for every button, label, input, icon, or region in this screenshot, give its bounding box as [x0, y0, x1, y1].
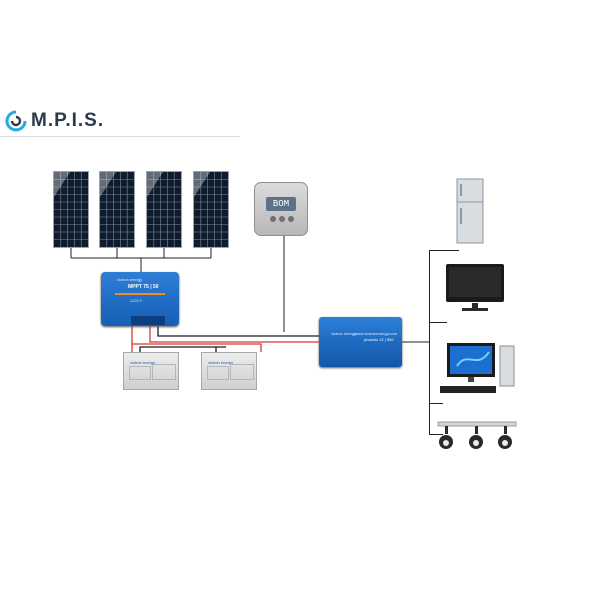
refrigerator-icon [456, 178, 484, 244]
desktop-computer-icon [440, 343, 515, 393]
battery-spec-panel [152, 364, 176, 380]
solar-panel-icon [100, 172, 134, 247]
solar-panel-icon [194, 172, 228, 247]
battery-label-panel [207, 366, 229, 380]
solar-panel-icon [54, 172, 88, 247]
positive-wire [131, 326, 319, 352]
controller-model: MPPT 75 | 50 [128, 284, 159, 290]
logo-divider [0, 136, 240, 137]
negative-wire [139, 326, 319, 352]
logo-text: M.P.I.S. [31, 110, 105, 131]
inverter-brand: victron energy [331, 331, 357, 336]
battery-1: victron energy [123, 352, 179, 390]
battery-2: victron energy [201, 352, 257, 390]
bus-stub-fridge [429, 250, 459, 251]
monitor-buttons-icon [270, 216, 294, 222]
battery-monitor: BOM [254, 182, 308, 236]
brand-logo: M.P.I.S. [4, 106, 104, 136]
battery-brand: victron energy [208, 360, 234, 365]
panel-combiner-wire [70, 248, 212, 272]
ac-load-bus [429, 250, 430, 435]
battery-label-panel [129, 366, 151, 380]
controller-accent-strip [115, 293, 165, 295]
solar-panel-3 [146, 171, 182, 248]
solar-panel-4 [193, 171, 229, 248]
solar-panel-2 [99, 171, 135, 248]
television-icon [446, 264, 504, 311]
controller-spec: 12/24 V [130, 299, 143, 303]
controller-terminals [131, 316, 165, 325]
mppt-charge-controller: victron energy MPPT 75 | 50 12/24 V [101, 272, 179, 326]
battery-spec-panel [230, 364, 254, 380]
controller-brand: victron energy [117, 277, 143, 282]
battery-brand: victron energy [130, 360, 156, 365]
monitor-display: BOM [266, 197, 296, 211]
spotlights-icon [437, 421, 517, 449]
bus-stub-computer [429, 403, 443, 404]
solar-panel-icon [147, 172, 181, 247]
mpis-swirl-logo-icon [5, 110, 27, 132]
bus-stub-lights [429, 434, 443, 435]
bus-stub-tv [429, 322, 447, 323]
inverter-header: www.victronenergy.com [355, 331, 397, 336]
inverter: victron energy www.victronenergy.com pho… [319, 317, 402, 367]
inverter-model: phoenix 12 | 500 [364, 337, 394, 342]
solar-panel-1 [53, 171, 89, 248]
